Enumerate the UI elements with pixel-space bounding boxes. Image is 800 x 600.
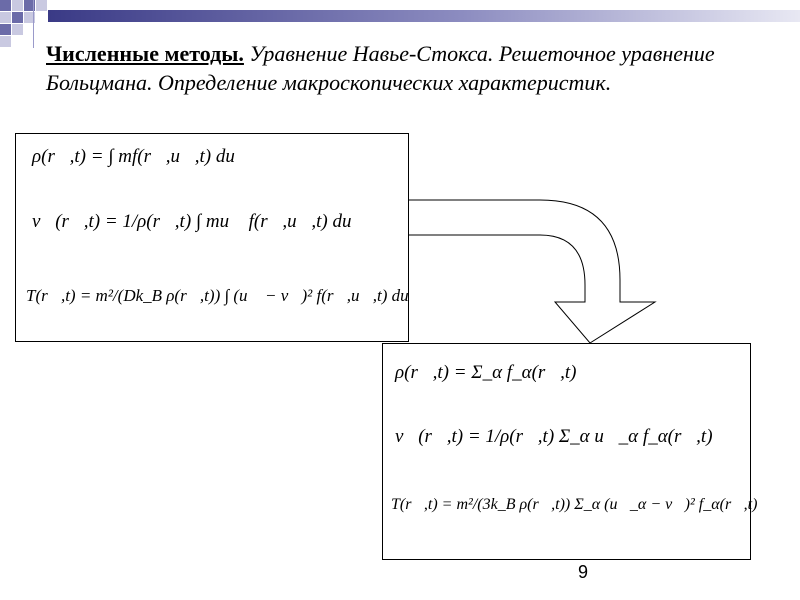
corner-square: [0, 0, 11, 11]
lattice-formulas-box: ρ(r⃗,t) = Σ_α f_α(r⃗,t) v⃗(r⃗,t) = 1/ρ(r…: [382, 343, 757, 560]
corner-square: [12, 12, 23, 23]
formula-temperature-lattice: T(r⃗,t) = m²/(3k_B ρ(r⃗,t)) Σ_α (u⃗_α − …: [391, 496, 758, 513]
header-bar: [48, 10, 800, 22]
header-divider: [33, 0, 34, 48]
corner-square: [24, 12, 35, 23]
continuous-formulas-box: ρ(r⃗,t) = ∫ mf(r⃗,u⃗,t) du⃗ v⃗(r⃗,t) = 1…: [15, 133, 422, 342]
corner-square: [36, 0, 47, 11]
title-rest: Уравнение Навье-Стокса. Решеточное уравн…: [46, 41, 715, 95]
corner-square: [12, 0, 23, 11]
corner-square: [24, 0, 35, 11]
formula-velocity-lattice: v⃗(r⃗,t) = 1/ρ(r⃗,t) Σ_α u⃗_α f_α(r⃗,t): [395, 426, 713, 447]
formula-density-lattice: ρ(r⃗,t) = Σ_α f_α(r⃗,t): [395, 362, 577, 383]
corner-square: [0, 12, 11, 23]
formula-density: ρ(r⃗,t) = ∫ mf(r⃗,u⃗,t) du⃗: [32, 146, 250, 167]
slide-title: Численные методы. Уравнение Навье-Стокса…: [46, 39, 766, 97]
corner-square: [0, 36, 11, 47]
page-number: 9: [578, 562, 589, 582]
formula-temperature: T(r⃗,t) = m²/(Dk_B ρ(r⃗,t)) ∫ (u⃗ − v⃗)²…: [26, 286, 422, 305]
formula-velocity: v⃗(r⃗,t) = 1/ρ(r⃗,t) ∫ mu⃗ f(r⃗,u⃗,t) du…: [32, 211, 367, 232]
corner-square: [12, 24, 23, 35]
corner-square: [0, 24, 11, 35]
title-lead: Численные методы.: [46, 41, 244, 66]
